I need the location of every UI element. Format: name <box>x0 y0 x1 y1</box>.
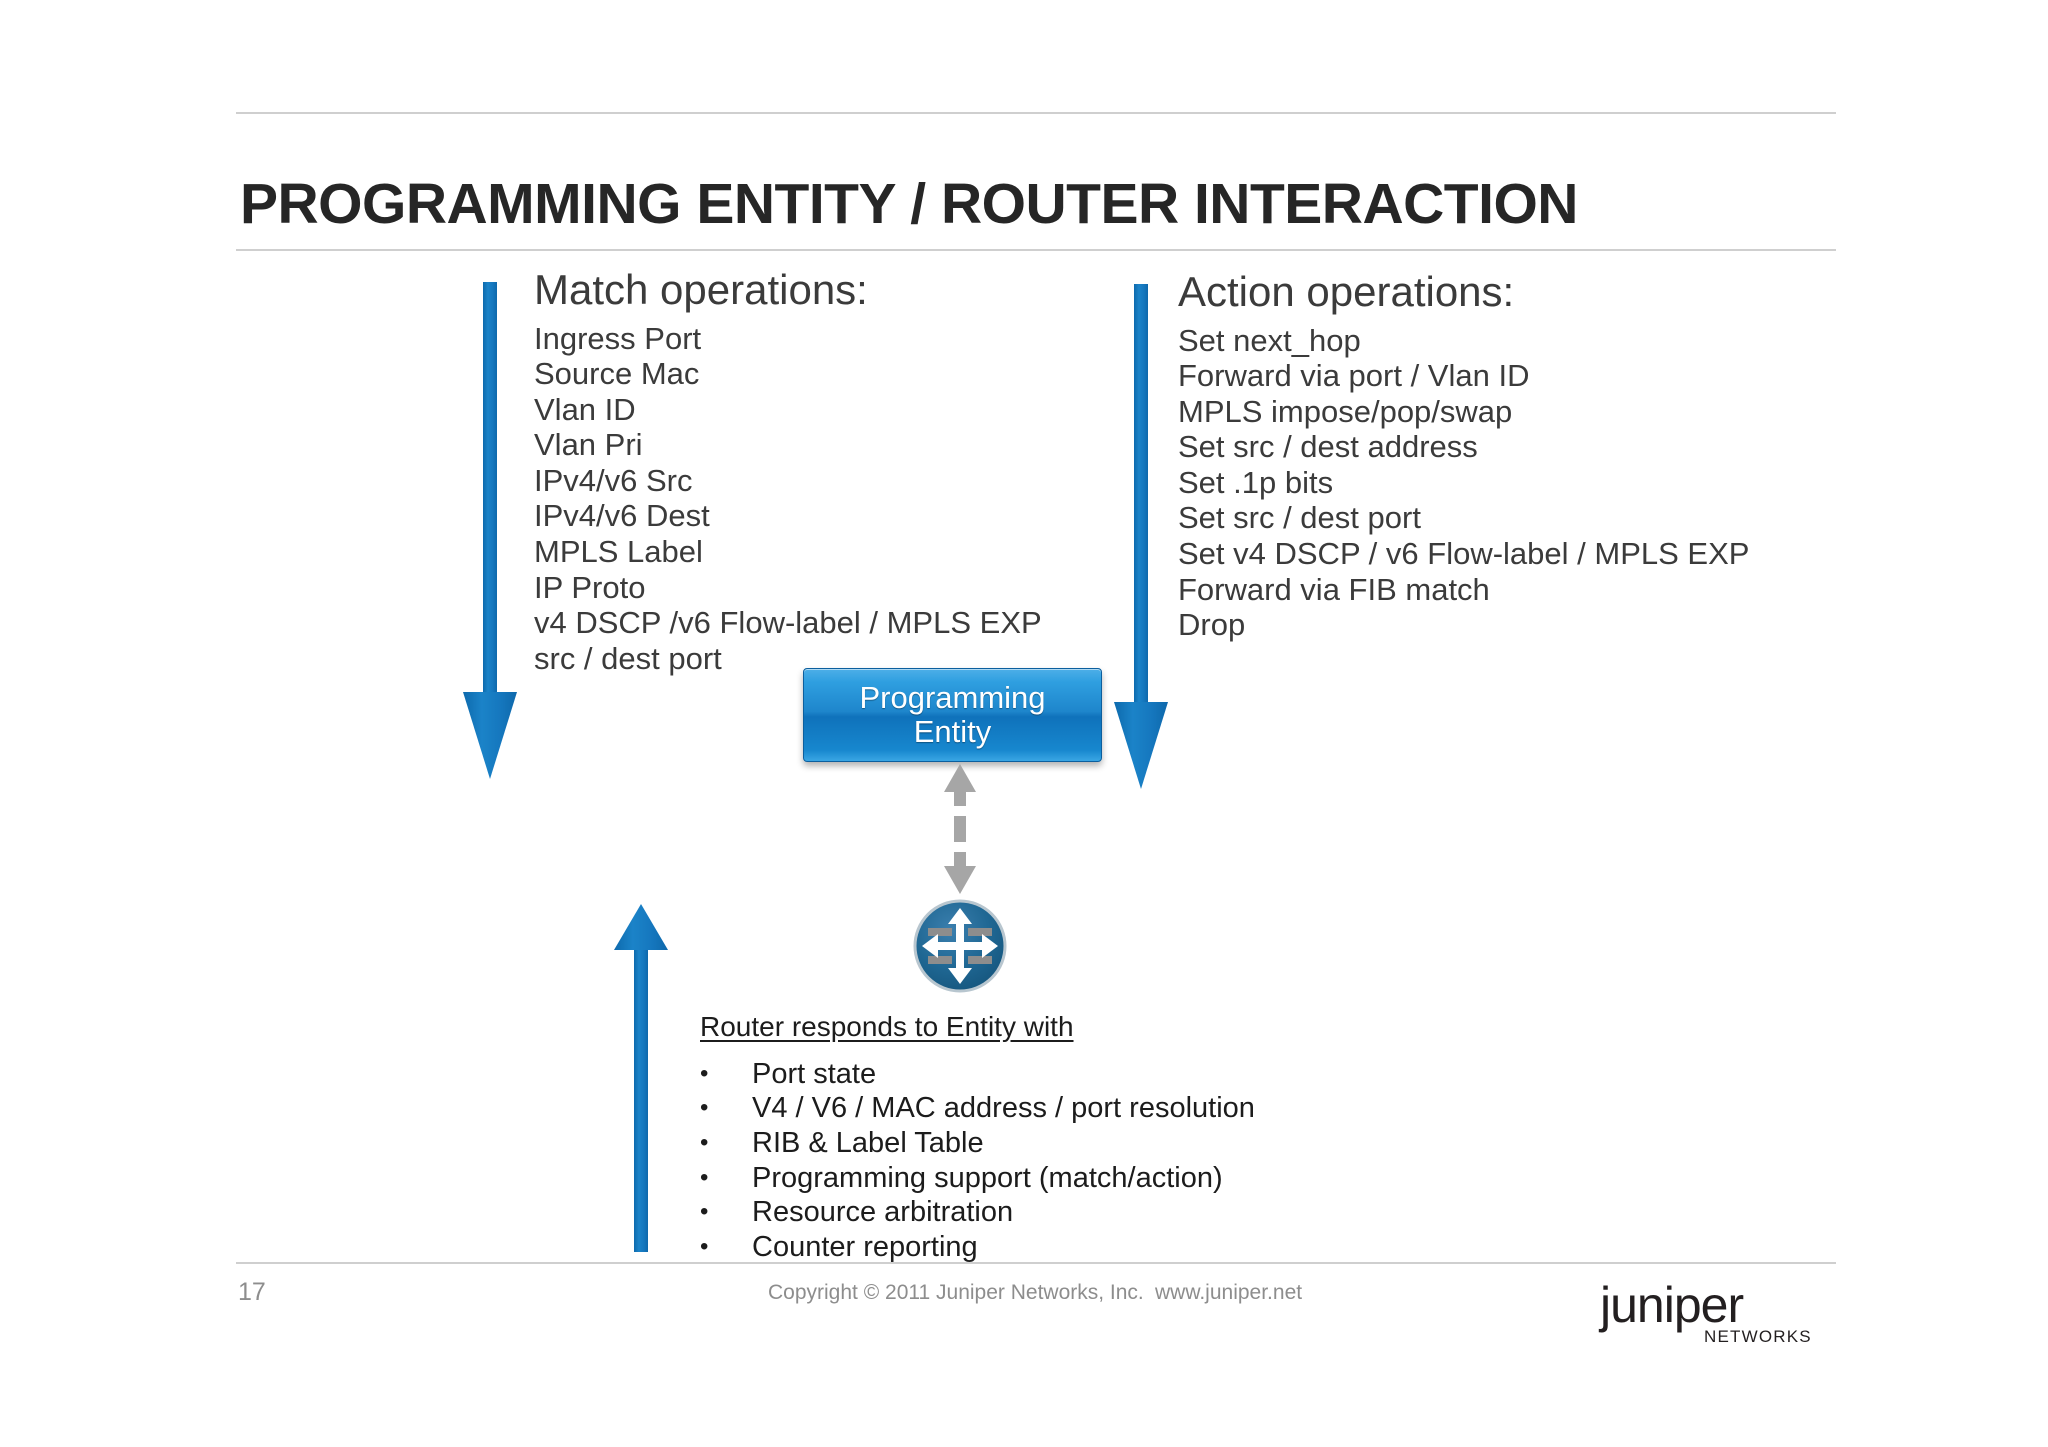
router-responds-heading: Router responds to Entity with <box>700 1011 1074 1042</box>
list-item: Drop <box>1178 607 1246 643</box>
router-icon <box>913 899 1007 993</box>
router-response-up-arrow-icon <box>614 904 668 1252</box>
list-item: Vlan ID <box>534 391 636 427</box>
list-item: IP Proto <box>534 569 646 605</box>
list-item-label: V4 / V6 / MAC address / port resolution <box>752 1092 1255 1125</box>
list-item: • Programming support (match/action) <box>700 1161 1255 1196</box>
list-item: MPLS impose/pop/swap <box>1178 393 1513 429</box>
slide-number: 17 <box>238 1278 266 1306</box>
list-item: src / dest port <box>534 640 722 676</box>
list-item: • Counter reporting <box>700 1230 1255 1265</box>
list-item: IPv4/v6 Src <box>534 462 693 498</box>
list-item: Set v4 DSCP / v6 Flow-label / MPLS EXP <box>1178 536 1750 572</box>
list-item: Set src / dest port <box>1178 500 1421 536</box>
router-responds-list: • Port state • V4 / V6 / MAC address / p… <box>700 1057 1255 1265</box>
list-item: • RIB & Label Table <box>700 1126 1255 1161</box>
page-title: PROGRAMMING ENTITY / ROUTER INTERACTION <box>240 172 1578 236</box>
action-operations-column: Action operations: Set next_hop Forward … <box>1178 268 1749 643</box>
match-operations-heading: Match operations: <box>534 266 868 313</box>
list-item: • Resource arbitration <box>700 1195 1255 1230</box>
action-operations-heading: Action operations: <box>1178 268 1515 315</box>
match-operations-column: Match operations: Ingress Port Source Ma… <box>534 266 1042 677</box>
footer-url-link[interactable]: www.juniper.net <box>1155 1281 1303 1304</box>
entity-router-dashed-double-arrow-icon <box>944 764 976 894</box>
list-item: • V4 / V6 / MAC address / port resolutio… <box>700 1091 1255 1126</box>
list-item-label: Port state <box>752 1057 877 1090</box>
list-item: Ingress Port <box>534 320 702 356</box>
logo-wordmark: juniper <box>1598 1278 1743 1333</box>
list-item-label: Resource arbitration <box>752 1196 1014 1229</box>
list-item-label: Programming support (match/action) <box>752 1161 1223 1194</box>
footer-rule <box>236 1262 1836 1264</box>
list-item: Set next_hop <box>1178 322 1361 358</box>
list-item: Forward via port / Vlan ID <box>1178 358 1530 394</box>
list-item: Set .1p bits <box>1178 464 1334 500</box>
list-item: Set src / dest address <box>1178 429 1478 465</box>
match-flow-down-arrow-icon <box>463 282 517 779</box>
bullet-icon: • <box>700 1128 709 1156</box>
action-operations-list: Set next_hop Forward via port / Vlan ID … <box>1178 323 1749 643</box>
action-flow-down-arrow-icon <box>1114 284 1168 789</box>
logo-subtext: NETWORKS <box>1704 1327 1812 1346</box>
list-item: Vlan Pri <box>534 427 643 463</box>
match-operations-list: Ingress Port Source Mac Vlan ID Vlan Pri… <box>534 321 1042 677</box>
programming-entity-label: Programming Entity <box>859 680 1046 749</box>
list-item: IPv4/v6 Dest <box>534 498 710 534</box>
list-item: Source Mac <box>534 356 700 392</box>
list-item-label: Counter reporting <box>752 1230 978 1263</box>
juniper-networks-logo: juniper NETWORKS <box>1598 1278 1812 1346</box>
list-item: Forward via FIB match <box>1178 571 1490 607</box>
list-item: • Port state <box>700 1057 1255 1092</box>
router-responds-block: Router responds to Entity with • Port st… <box>700 1011 1255 1265</box>
bullet-icon: • <box>700 1232 709 1260</box>
header-rule <box>236 112 1836 114</box>
list-item-label: RIB & Label Table <box>752 1126 984 1159</box>
list-item: v4 DSCP /v6 Flow-label / MPLS EXP <box>534 605 1042 641</box>
bullet-icon: • <box>700 1059 709 1087</box>
programming-entity-box[interactable]: Programming Entity <box>803 668 1102 762</box>
list-item: MPLS Label <box>534 534 703 570</box>
title-underline-rule <box>236 249 1836 251</box>
bullet-icon: • <box>700 1094 709 1122</box>
bullet-icon: • <box>700 1198 709 1226</box>
bullet-icon: • <box>700 1163 709 1191</box>
footer-copyright: Copyright © 2011 Juniper Networks, Inc. <box>768 1281 1144 1304</box>
